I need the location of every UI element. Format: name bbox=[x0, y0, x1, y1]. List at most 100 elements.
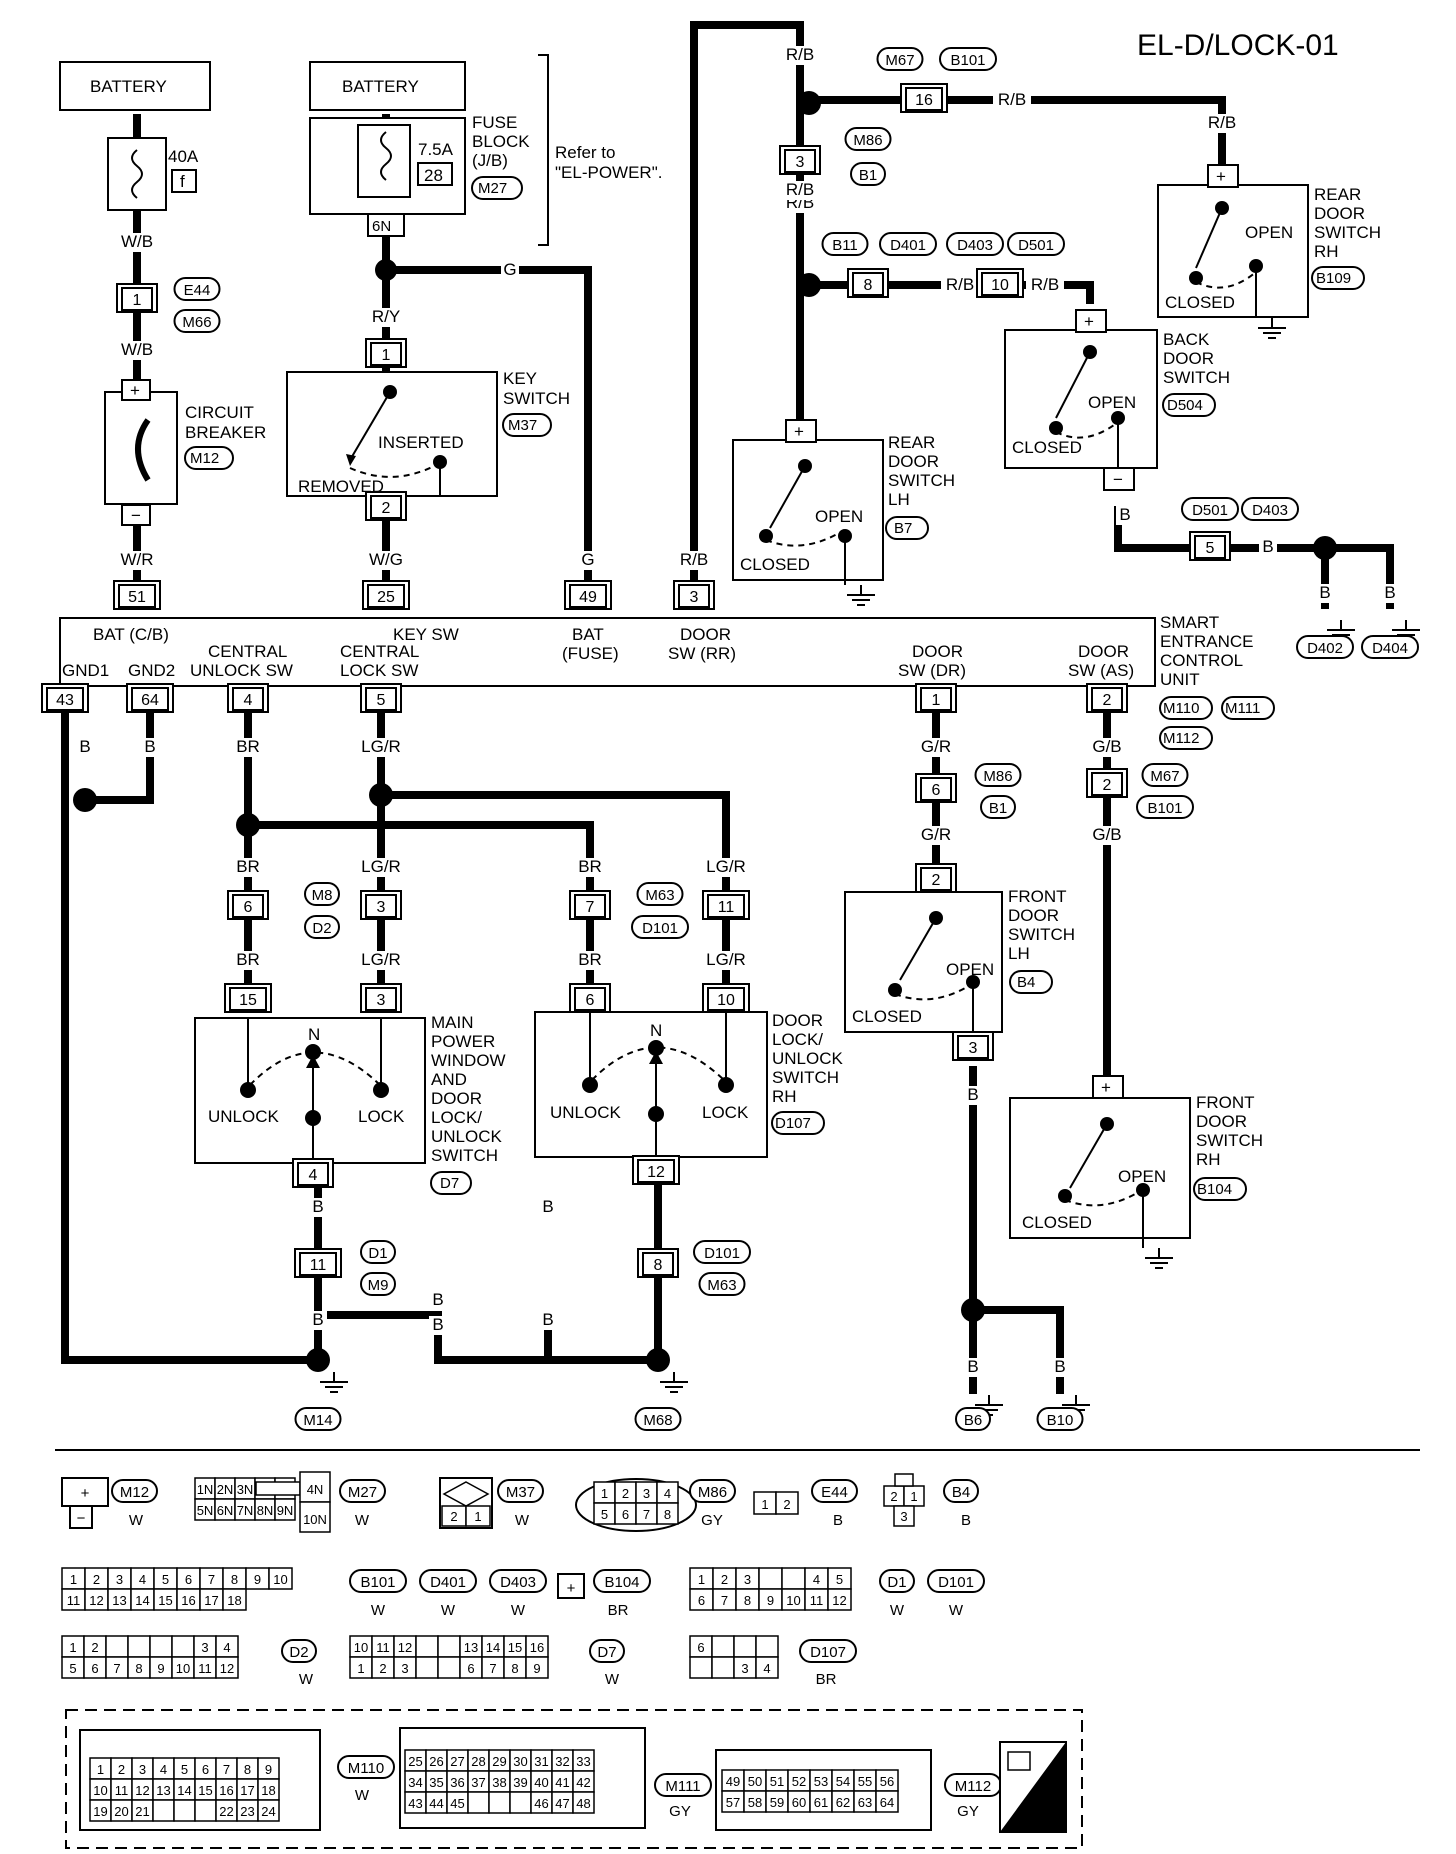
legend-pin: 17 bbox=[240, 1783, 254, 1798]
rdrh-l4: RH bbox=[1314, 242, 1339, 261]
wire-label-bg bbox=[118, 341, 156, 360]
connector-ref-oval bbox=[1007, 232, 1065, 256]
secu-gnd2: GND2 bbox=[128, 661, 175, 680]
legend-pin: 26 bbox=[429, 1754, 443, 1769]
legend-ref: D1 bbox=[887, 1574, 906, 1591]
wire-color-label: B bbox=[1054, 1357, 1065, 1376]
legend-pin: 6 bbox=[185, 1572, 192, 1587]
connector-ref: M67 bbox=[1150, 768, 1179, 785]
fdrh-closed: CLOSED bbox=[1022, 1213, 1092, 1232]
fdrh-l4: RH bbox=[1196, 1150, 1221, 1169]
secu-as-2: SW (AS) bbox=[1068, 661, 1134, 680]
legend-cell bbox=[415, 1635, 439, 1658]
pin-box bbox=[707, 894, 745, 918]
cb-conn: M12 bbox=[190, 450, 219, 467]
legend-pin: 3 bbox=[401, 1661, 408, 1676]
legend-cell bbox=[127, 1635, 151, 1658]
legend-ref: D7 bbox=[597, 1644, 616, 1661]
pin-box bbox=[920, 867, 952, 891]
legend-pin: 8 bbox=[664, 1507, 671, 1522]
pin-number: 1 bbox=[382, 347, 391, 364]
pin-box bbox=[232, 687, 264, 711]
legend-cell bbox=[488, 1791, 511, 1814]
cb-line1: CIRCUIT bbox=[185, 403, 254, 422]
legend-ref-oval bbox=[943, 1479, 979, 1503]
legend-pin: 3 bbox=[900, 1509, 907, 1524]
legend-pin: 10 bbox=[176, 1661, 190, 1676]
wire-color-label: G/B bbox=[1092, 825, 1121, 844]
secu-rr-2: SW (RR) bbox=[668, 644, 736, 663]
legend-pin: 3 bbox=[643, 1486, 650, 1501]
legend-cell bbox=[437, 1656, 461, 1679]
rear-door-switch-rh: + OPEN CLOSED REAR DOOR SWITCH RH B109 bbox=[1157, 164, 1381, 339]
connector-ref: M68 bbox=[643, 1412, 672, 1429]
legend-hs-label: H.S. bbox=[1027, 1813, 1052, 1828]
secu-l2: ENTRANCE bbox=[1160, 632, 1254, 651]
secu-conn-m112: M112 bbox=[1163, 730, 1199, 747]
legend-pin: 4 bbox=[813, 1572, 820, 1587]
rdlh-plus: + bbox=[794, 422, 804, 441]
legend-pin: 1 bbox=[910, 1489, 917, 1504]
wire-color-label: B bbox=[1384, 583, 1395, 602]
pin-number: 2 bbox=[1103, 692, 1112, 709]
main-power-window-switch: N UNLOCK LOCK MAIN POWER WINDOW AND DOOR… bbox=[194, 1013, 506, 1195]
legend-pin: 10 bbox=[273, 1572, 287, 1587]
fdlh-open: OPEN bbox=[946, 960, 994, 979]
connector-ref-oval bbox=[698, 1272, 746, 1296]
fuse-block-line1: FUSE bbox=[472, 113, 517, 132]
legend-pin: 9 bbox=[157, 1661, 164, 1676]
legend-pin: 8 bbox=[135, 1661, 142, 1676]
legend-pin: 5 bbox=[601, 1507, 608, 1522]
legend-pin: 16 bbox=[530, 1640, 544, 1655]
connector-ref-oval bbox=[844, 127, 892, 151]
legend-m12-minus: − bbox=[77, 1510, 86, 1527]
pin-box bbox=[920, 687, 952, 711]
pin-number: 3 bbox=[377, 899, 386, 916]
legend-pin: 9 bbox=[265, 1762, 272, 1777]
connector-ref-oval bbox=[821, 232, 869, 256]
secu-l4: UNIT bbox=[1160, 670, 1200, 689]
connector-ref-oval bbox=[1181, 497, 1239, 521]
legend-b104 bbox=[557, 1573, 585, 1599]
wire-label-bg bbox=[1051, 1358, 1069, 1377]
pin-box bbox=[574, 987, 606, 1011]
connector-ref: D402 bbox=[1307, 640, 1343, 657]
wire-label-bg bbox=[917, 738, 955, 757]
pin-number: 2 bbox=[1103, 777, 1112, 794]
connector-ref-oval bbox=[850, 162, 886, 186]
legend-pin: 24 bbox=[261, 1804, 275, 1819]
connector-ref: M67 bbox=[885, 52, 914, 69]
pin-box bbox=[642, 1252, 674, 1276]
dlrh-unlock: UNLOCK bbox=[550, 1103, 622, 1122]
legend-pin: 47 bbox=[555, 1796, 569, 1811]
secu-conn-m110: M110 bbox=[1163, 700, 1199, 717]
wire-color-label: B bbox=[967, 1085, 978, 1104]
legend-ref-oval bbox=[689, 1479, 736, 1503]
pin-number: 12 bbox=[647, 1164, 665, 1181]
legend-pin: 5 bbox=[69, 1661, 76, 1676]
connector-ref: M9 bbox=[368, 1277, 389, 1294]
battery-1: BATTERY bbox=[59, 61, 211, 111]
wire-label-bg bbox=[118, 551, 156, 570]
fdrh-plus: + bbox=[1101, 1078, 1111, 1097]
fdlh-l4: LH bbox=[1008, 944, 1030, 963]
wire-label-bg bbox=[576, 858, 604, 877]
legend-ref: D101 bbox=[938, 1574, 974, 1591]
fuse-conn-6n: 6N bbox=[372, 218, 391, 235]
legend-hs-icon bbox=[1007, 1751, 1031, 1771]
legend-pin: 1 bbox=[601, 1486, 608, 1501]
wire-color-label: B bbox=[432, 1290, 443, 1309]
legend-cell bbox=[875, 1790, 899, 1813]
fuse-block-line3: (J/B) bbox=[472, 151, 508, 170]
connector-ref-oval bbox=[631, 915, 689, 939]
connector-ref-oval bbox=[360, 1272, 396, 1296]
pin-box bbox=[365, 987, 397, 1011]
wire-label-bg bbox=[781, 181, 819, 200]
legend-ref-oval bbox=[349, 1569, 407, 1593]
legend-cell bbox=[173, 1799, 196, 1822]
legend-color: W bbox=[371, 1602, 386, 1619]
rdlh-open: OPEN bbox=[815, 507, 863, 526]
legend-pin: 3 bbox=[201, 1640, 208, 1655]
connector-ref: D404 bbox=[1372, 640, 1408, 657]
